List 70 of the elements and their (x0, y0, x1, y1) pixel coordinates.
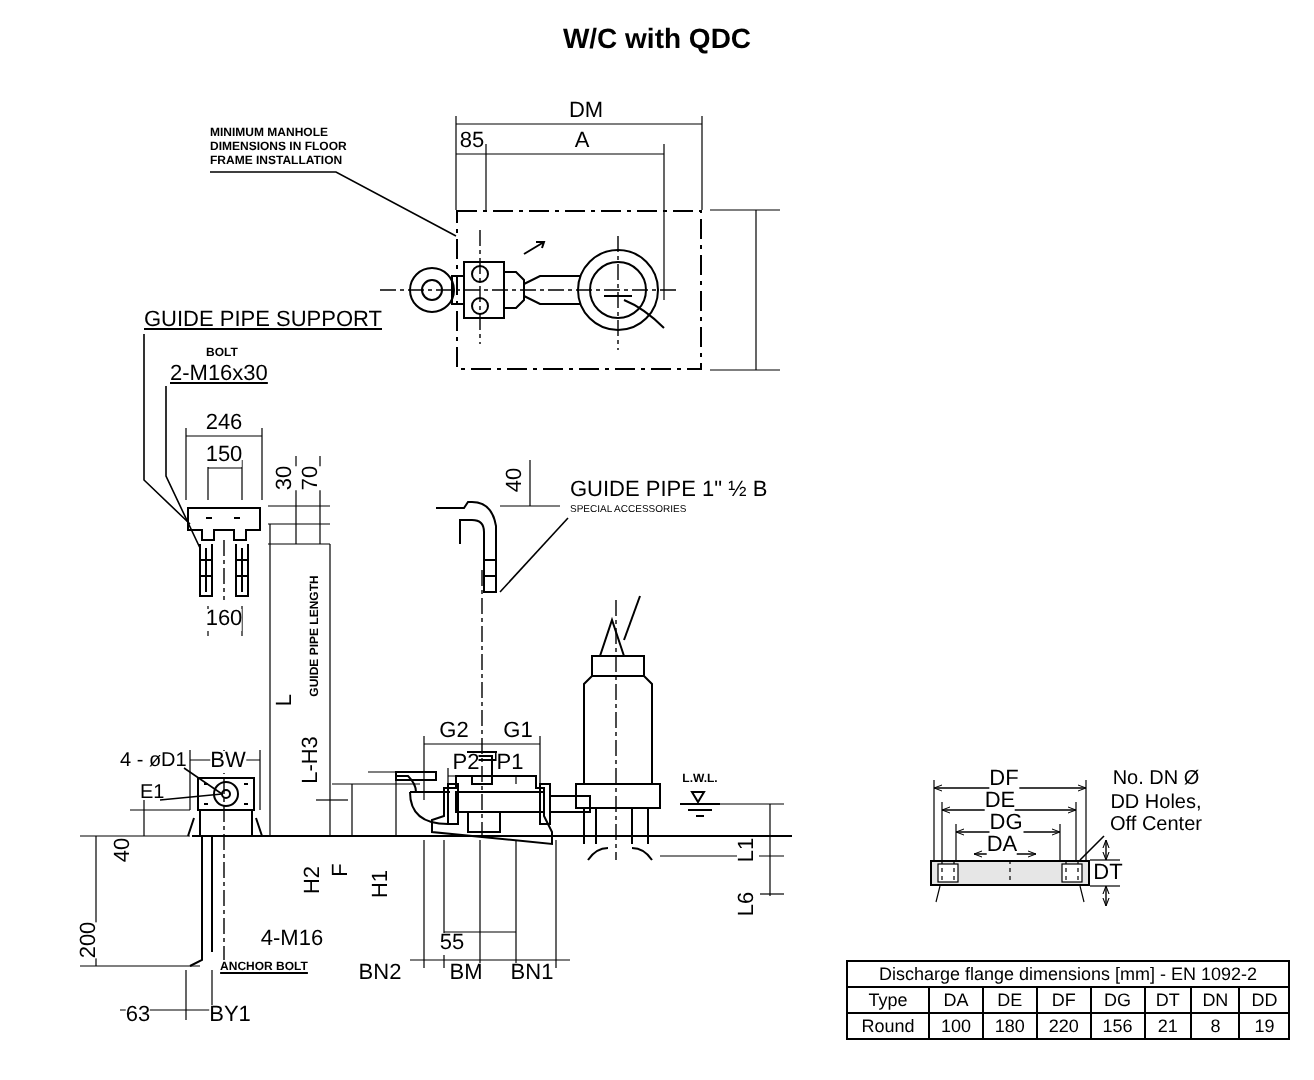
leader-line (1079, 835, 1105, 861)
support-bracket-drawing (186, 506, 262, 542)
dimension-label: DA (986, 835, 1018, 857)
table-cell: DT (1144, 987, 1191, 1013)
dimension-label: 150 (205, 445, 243, 467)
dimension-label: BW (210, 751, 246, 773)
callout-text: No. DN Ø DD Holes, Off Center (1104, 768, 1208, 837)
leader-line (183, 767, 223, 795)
callout-text: 4 - øD1 (120, 752, 187, 772)
dimension-label: BN1 (510, 963, 554, 985)
leader-line (165, 385, 201, 549)
table-cell: DN (1190, 987, 1240, 1013)
table-cell: Round (847, 1013, 929, 1039)
table-caption: Discharge flange dimensions [mm] - EN 1092-2 (847, 961, 1289, 987)
dimension-label: A (574, 131, 590, 153)
dimension-label: 85 (459, 131, 485, 153)
table-cell: 8 (1190, 1013, 1240, 1039)
dimension-label: BY1 (209, 1005, 251, 1027)
dimension-label: 200 (79, 921, 101, 959)
callout-subtext: 2-M16x30 (170, 364, 268, 386)
callout-text: GUIDE PIPE SUPPORT (144, 310, 382, 332)
dimension-label: L1 (737, 837, 759, 863)
table-cell: 21 (1144, 1013, 1191, 1039)
table-cell: 156 (1090, 1013, 1145, 1039)
diagram-title: W/C with QDC (560, 24, 754, 52)
table-cell: DD (1239, 987, 1289, 1013)
dimension-label: 4-M16 (260, 929, 324, 951)
dimension-label: 246 (205, 413, 243, 435)
callout-text: GUIDE PIPE 1" ½ B (570, 480, 768, 502)
dimension-label: G1 (503, 721, 533, 743)
table-cell: DE (982, 987, 1037, 1013)
dimension-label: F (331, 863, 353, 877)
dimension-label: BM (449, 963, 483, 985)
dimension-label: DE (984, 791, 1016, 813)
table-cell: 100 (929, 1013, 983, 1039)
dimension-label: 30 (275, 465, 297, 491)
dimension-label: DM (568, 101, 604, 123)
table-cell: 220 (1036, 1013, 1091, 1039)
table-cell: DF (1036, 987, 1091, 1013)
dimension-label: P1 (496, 753, 524, 775)
dimension-label: 63 (125, 1005, 151, 1027)
dimension-label: DT (1093, 863, 1123, 885)
dimension-label: H2 (303, 865, 325, 895)
manhole-outline (456, 210, 702, 370)
table-cell: DG (1090, 987, 1145, 1013)
table-cell: 19 (1239, 1013, 1289, 1039)
dimension-label: 160 (205, 609, 243, 631)
leader-line (143, 333, 191, 525)
leader-line (499, 517, 569, 593)
dimension-label: L (275, 693, 297, 707)
dimension-label: P2 (452, 753, 480, 775)
dimension-label: BN2 (358, 963, 402, 985)
dimension-label: 40 (113, 837, 135, 863)
dimension-label: L6 (737, 891, 759, 917)
dimension-label: G2 (439, 721, 469, 743)
dimension-label: 55 (439, 933, 465, 955)
dimension-label: 40 (505, 467, 527, 493)
leader-line (159, 793, 223, 801)
flange-drawing (930, 860, 1090, 886)
dimension-label: DG (989, 813, 1023, 835)
dimension-label: L-H3 (301, 736, 323, 784)
callout-text: E1 (140, 784, 165, 804)
base-plate-drawing (196, 776, 256, 812)
table-cell: Type (847, 987, 929, 1013)
dimension-label: DF (989, 769, 1019, 791)
dimension-label: H1 (371, 869, 393, 899)
leader-line (209, 171, 457, 237)
table-cell: DA (929, 987, 983, 1013)
table-cell: 180 (982, 1013, 1037, 1039)
dimension-label: 70 (301, 465, 323, 491)
